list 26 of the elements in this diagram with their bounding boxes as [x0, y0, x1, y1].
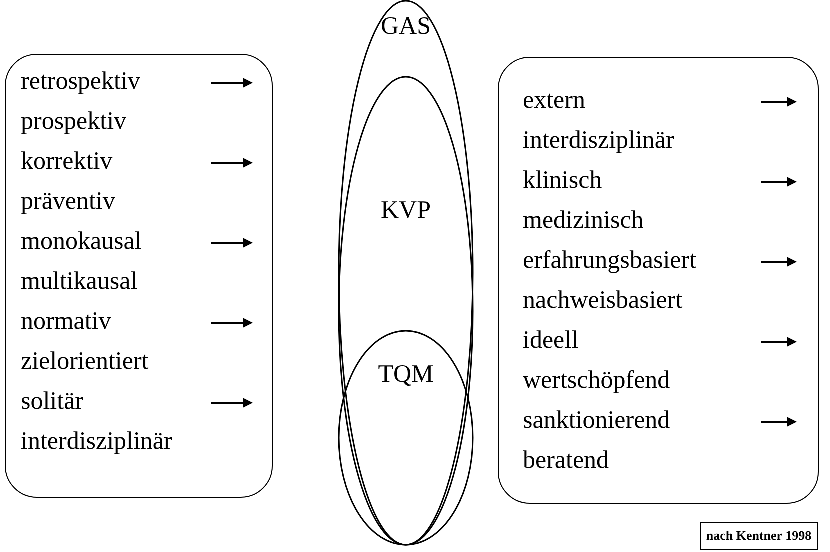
list-item: korrektiv — [21, 147, 113, 177]
list-item: beratend — [523, 446, 610, 476]
source-note: nach Kentner 1998 — [700, 522, 818, 550]
ellipse-label: GAS — [381, 12, 431, 42]
ellipse-label: KVP — [381, 196, 431, 226]
list-item: extern — [523, 86, 586, 116]
list-item: wertschöpfend — [523, 366, 670, 396]
ellipse-label: TQM — [378, 360, 434, 390]
rounded-box — [498, 57, 819, 504]
list-item: interdisziplinär — [523, 126, 674, 156]
list-item: medizinisch — [523, 206, 644, 236]
list-item: interdisziplinär — [21, 427, 172, 457]
list-item: zielorientiert — [21, 347, 149, 377]
list-item: klinisch — [523, 166, 602, 196]
list-item: monokausal — [21, 227, 142, 257]
list-item: normativ — [21, 307, 112, 337]
list-item: nachweisbasiert — [523, 286, 683, 316]
list-item: solitär — [21, 387, 84, 417]
list-item: multikausal — [21, 267, 138, 297]
list-item: erfahrungsbasiert — [523, 246, 697, 276]
rounded-box — [5, 54, 273, 498]
list-item: prospektiv — [21, 107, 127, 137]
list-item: ideell — [523, 326, 579, 356]
list-item: präventiv — [21, 187, 116, 217]
list-item: sanktionierend — [523, 406, 670, 436]
list-item: retrospektiv — [21, 67, 140, 97]
